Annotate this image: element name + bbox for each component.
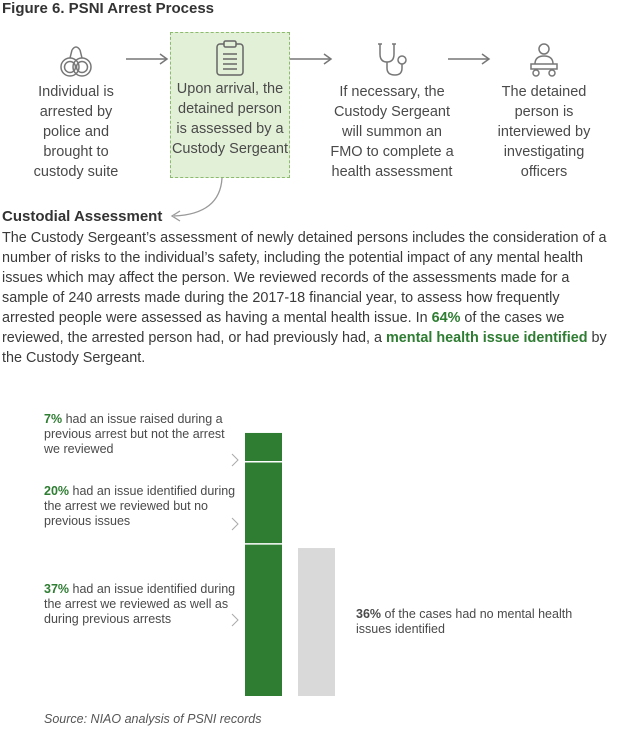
segment-label-20: 20% had an issue identified during the a… <box>44 484 244 529</box>
highlight-percentage: 64% <box>431 310 461 326</box>
highlight-phrase: mental health issue identified <box>385 330 588 346</box>
handcuffs-icon <box>60 46 92 77</box>
bar-segment-20 <box>245 461 282 544</box>
label-pointer <box>231 613 239 627</box>
bar-segment-7 <box>245 432 282 462</box>
curved-arrow-icon <box>170 177 223 222</box>
paragraph-text: of the cases we reviewed, the arrested p… <box>2 310 565 346</box>
bar-segment-37 <box>245 543 282 696</box>
label-pointer <box>231 453 239 467</box>
paragraph-text: The Custody Sergeant’s assessment of new… <box>2 230 607 326</box>
label-pointer <box>231 517 239 531</box>
mental-health-chart: 7% had an issue raised during a previous… <box>0 400 620 700</box>
step-text: If necessary, the Custody Sergeant will … <box>330 84 454 180</box>
process-step-arrest: Individual is arrested by police and bro… <box>22 40 130 182</box>
stethoscope-icon <box>378 43 407 76</box>
process-step-assessment: Upon arrival, the detained person is ass… <box>170 32 290 178</box>
segment-text: had an issue identified during the arres… <box>44 582 236 626</box>
segment-pct: 37% <box>44 582 70 596</box>
assessment-paragraph: The Custody Sergeant’s assessment of new… <box>2 228 616 368</box>
no-issue-text: of the cases had no mental health issues… <box>356 607 573 636</box>
arrow-right-icon <box>290 53 333 65</box>
step-text: The detained person is interviewed by in… <box>497 84 591 180</box>
segment-label-37: 37% had an issue identified during the a… <box>44 582 244 627</box>
segment-pct: 20% <box>44 484 70 498</box>
chart-svg <box>231 432 335 696</box>
segment-text: had an issue identified during the arres… <box>44 484 236 528</box>
process-step-interview: The detained person is interviewed by in… <box>486 40 602 182</box>
segment-pct: 7% <box>44 412 63 426</box>
interview-icon <box>530 43 558 77</box>
paragraph-text: by the Custody Sergeant. <box>2 330 607 366</box>
bar-no-issue <box>298 548 335 696</box>
figure-title: Figure 6. PSNI Arrest Process <box>2 0 215 17</box>
no-issue-pct: 36% <box>356 607 382 621</box>
process-step-health-assessment: If necessary, the Custody Sergeant will … <box>328 40 456 182</box>
section-heading: Custodial Assessment <box>2 208 163 225</box>
arrow-right-icon <box>448 53 491 65</box>
step-text: Individual is arrested by police and bro… <box>33 84 119 180</box>
segment-label-7: 7% had an issue raised during a previous… <box>44 412 239 457</box>
no-issue-label: 36% of the cases had no mental health is… <box>356 607 586 637</box>
source-note: Source: NIAO analysis of PSNI records <box>44 712 262 726</box>
segment-text: had an issue raised during a previous ar… <box>44 412 225 456</box>
arrow-right-icon <box>126 53 169 65</box>
clipboard-icon <box>216 40 244 76</box>
step-text: Upon arrival, the detained person is ass… <box>171 81 289 157</box>
